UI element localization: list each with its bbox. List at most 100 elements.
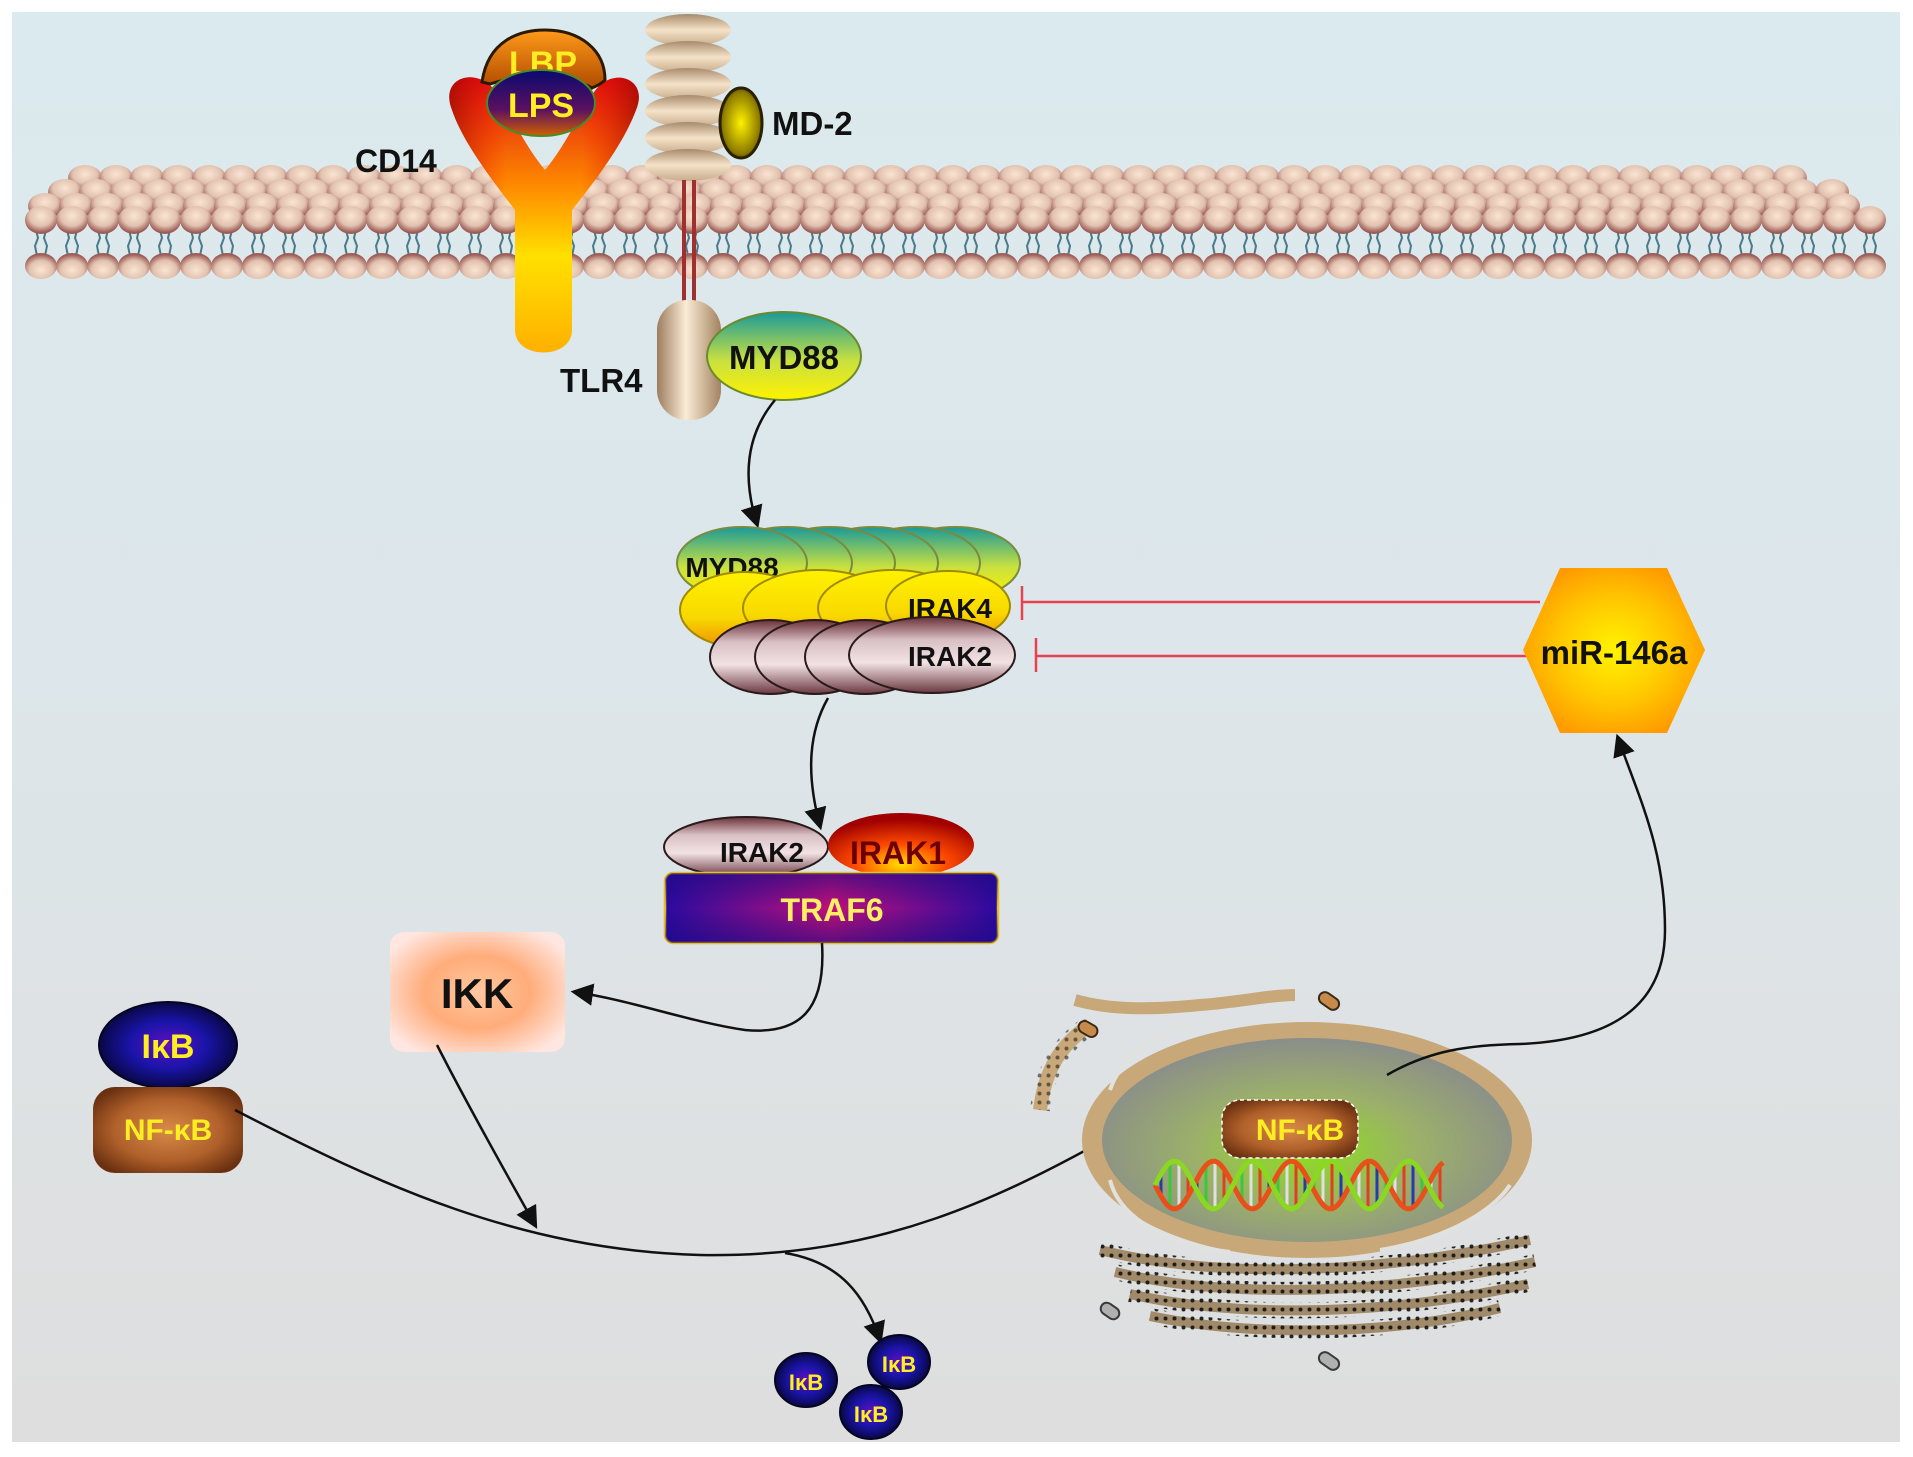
lipid-head: [1265, 253, 1297, 279]
nfkb-in-complex: [93, 1087, 243, 1173]
lipid-head: [1079, 253, 1111, 279]
complex-ikb-label: IκB: [142, 1028, 195, 1066]
lipid-head: [428, 206, 460, 234]
lipid-head: [1296, 253, 1328, 279]
lipid-head: [583, 206, 615, 234]
nfkb-nuclear: [1221, 1099, 1359, 1159]
lipid-head: [1575, 253, 1607, 279]
lipid-head: [924, 206, 956, 234]
complex-nfkb-label: NF-κB: [124, 1114, 212, 1147]
lipid-head: [459, 253, 491, 279]
lipid-head: [831, 253, 863, 279]
lipid-head: [149, 206, 181, 234]
lipid-head: [800, 206, 832, 234]
inhibition-mir146a-irak2: [1034, 638, 1528, 672]
traf-irak2-label: IRAK2: [720, 837, 804, 868]
lipid-head: [862, 206, 894, 234]
lipid-head: [1730, 253, 1762, 279]
lipid-head: [366, 253, 398, 279]
degraded-ikb-label: IκB: [882, 1352, 916, 1377]
arrow-traf6-to-ikk: [570, 942, 824, 1032]
lipid-head: [769, 253, 801, 279]
lipid-head: [1265, 206, 1297, 234]
lipid-head: [1482, 206, 1514, 234]
arrow-nucleus-to-mir146a: [1386, 733, 1667, 1077]
lipid-head: [614, 206, 646, 234]
lipid-head: [1296, 206, 1328, 234]
tlr4-lrr-segment: [645, 68, 731, 100]
inhibition-mir146a-irak4: [1020, 586, 1540, 620]
tlr4-receptor: [645, 14, 731, 420]
lipid-head: [955, 206, 987, 234]
lipid-head: [1172, 206, 1204, 234]
lipid-head: [738, 253, 770, 279]
lipid-head: [1420, 206, 1452, 234]
lipid-head: [1017, 253, 1049, 279]
lipid-head: [1358, 253, 1390, 279]
lipid-head: [1637, 206, 1669, 234]
ikk-label: IKK: [441, 970, 513, 1017]
arrow-myd88-to-complex: [740, 399, 776, 529]
lipid-head: [893, 253, 925, 279]
lipid-head: [397, 253, 429, 279]
cd14-receptor: [449, 77, 639, 353]
ikk-node: [390, 932, 565, 1052]
lipid-head: [800, 253, 832, 279]
lipid-head: [1358, 206, 1390, 234]
myd88-label: MYD88: [729, 339, 839, 376]
lipid-head: [1048, 253, 1080, 279]
myd88-adaptor: [706, 311, 862, 401]
lipid-head: [149, 253, 181, 279]
lipid-head: [862, 253, 894, 279]
lipid-head: [87, 253, 119, 279]
lipid-head: [1451, 206, 1483, 234]
traf6-complex: [663, 813, 1000, 945]
lipid-head: [1637, 253, 1669, 279]
lipid-head: [304, 253, 336, 279]
lipid-head: [583, 253, 615, 279]
degraded-ikb-group: IκB IκB IκB: [774, 1334, 931, 1440]
arrow-nfkb-to-nucleus: [234, 1108, 1144, 1257]
arrow-complex-to-traf6: [804, 697, 830, 831]
lipid-head: [1699, 253, 1731, 279]
lipid-head: [1141, 253, 1173, 279]
lipid-head: [1110, 206, 1142, 234]
lipid-head: [1389, 253, 1421, 279]
lipid-head: [707, 253, 739, 279]
lipid-head: [459, 206, 491, 234]
lipid-head: [645, 206, 677, 234]
lipid-head: [211, 253, 243, 279]
degraded-ikb: [839, 1384, 903, 1440]
mir146a-node: [1523, 568, 1705, 733]
lipid-head: [273, 206, 305, 234]
plasma-membrane: [25, 165, 1886, 279]
lipid-head: [1327, 206, 1359, 234]
lipid-head: [955, 253, 987, 279]
lipid-head: [1823, 253, 1855, 279]
degraded-ikb: [774, 1352, 838, 1408]
irak2-label: IRAK2: [908, 641, 992, 672]
lipid-head: [1234, 206, 1266, 234]
nuclear-nfkb-label: NF-κB: [1256, 1114, 1344, 1147]
lipid-head: [1792, 253, 1824, 279]
lipid-head: [707, 206, 739, 234]
lipid-head: [924, 253, 956, 279]
lipid-head: [1761, 253, 1793, 279]
lipid-head: [490, 253, 522, 279]
lipid-head: [1203, 206, 1235, 234]
lipid-head: [614, 253, 646, 279]
irak1-subunit: [828, 813, 974, 877]
lipid-head: [1234, 253, 1266, 279]
lipid-head: [118, 206, 150, 234]
lipid-head: [304, 206, 336, 234]
lipid-head: [56, 206, 88, 234]
tlr4-lrr-segment: [645, 41, 731, 73]
arrow-to-ikb-degradation: [784, 1251, 885, 1345]
lps-label: LPS: [508, 87, 574, 125]
lipid-head: [180, 206, 212, 234]
degraded-ikb-label: IκB: [789, 1370, 823, 1395]
lipid-head: [645, 253, 677, 279]
md2-protein: [718, 86, 764, 160]
tlr4-lrr-segment: [645, 95, 731, 127]
lipid-head: [1854, 253, 1886, 279]
